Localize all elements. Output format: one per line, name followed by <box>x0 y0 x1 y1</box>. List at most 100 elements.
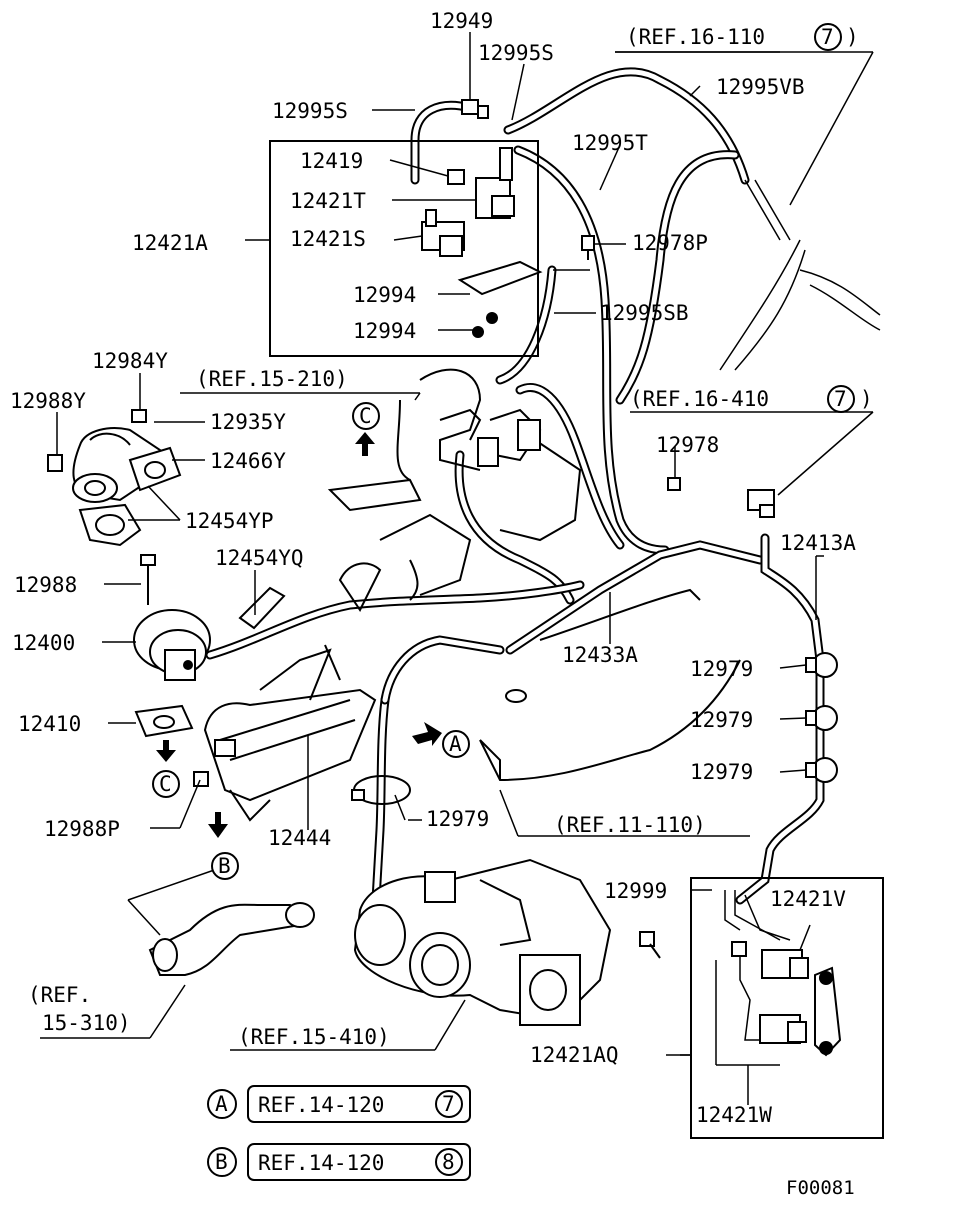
callout-12421V[interactable]: 12421V <box>770 887 846 911</box>
solenoid-valve-12421T <box>475 147 515 219</box>
part-callouts: 12949 12995S 12995S 12995VB 12995T 12419… <box>10 9 856 1127</box>
callout-12433A[interactable]: 12433A <box>562 643 638 667</box>
assembly-box-12421AQ <box>690 877 884 1139</box>
callout-12995S-top[interactable]: 12995S <box>478 41 554 65</box>
callout-12400[interactable]: 12400 <box>12 631 75 655</box>
legend-num-A: 7 <box>442 1092 455 1116</box>
ref-16-110-close: ) <box>846 25 859 49</box>
callout-12949[interactable]: 12949 <box>430 9 493 33</box>
egr-cooler-12444 <box>203 644 377 822</box>
assembly-box-12421A <box>269 140 539 357</box>
svg-text:C: C <box>359 404 372 428</box>
bolt-12978 <box>667 477 681 491</box>
intake-manifold <box>327 368 582 612</box>
callout-12421S[interactable]: 12421S <box>290 227 366 251</box>
clamp-12979-a <box>805 652 838 678</box>
legend-ref-B[interactable]: REF.14-120 <box>258 1151 384 1175</box>
callout-12978[interactable]: 12978 <box>656 433 719 457</box>
ref-15-310-line1[interactable]: (REF. <box>28 983 91 1007</box>
callout-12995S-left[interactable]: 12995S <box>272 99 348 123</box>
figure-code: F00081 <box>786 1177 855 1199</box>
legend-num-B: 8 <box>442 1150 455 1174</box>
ref-16-410-num: 7 <box>834 387 847 411</box>
callout-12979-a[interactable]: 12979 <box>690 657 753 681</box>
callout-12988P[interactable]: 12988P <box>44 817 120 841</box>
callout-12979-c[interactable]: 12979 <box>690 760 753 784</box>
callout-12978P[interactable]: 12978P <box>632 231 708 255</box>
arrow-C-up <box>355 432 375 456</box>
connector-12949 <box>461 99 489 119</box>
legend-row-A: A REF.14-120 7 <box>207 1085 471 1123</box>
callout-12421W[interactable]: 12421W <box>696 1103 772 1127</box>
marker-C-left: C <box>152 770 180 798</box>
callout-12984Y[interactable]: 12984Y <box>92 349 168 373</box>
callout-12466Y[interactable]: 12466Y <box>210 449 286 473</box>
callout-12979-b[interactable]: 12979 <box>690 708 753 732</box>
callout-12994-a[interactable]: 12994 <box>353 283 416 307</box>
bracket-12994 <box>457 260 543 338</box>
ref-16-110[interactable]: (REF.16-110 <box>626 25 765 49</box>
arrow-C-down <box>156 740 176 762</box>
callout-12410[interactable]: 12410 <box>18 712 81 736</box>
ref-15-310-line2[interactable]: 15-310) <box>42 1011 131 1035</box>
gasket-12410 <box>134 704 194 738</box>
cap-12419 <box>447 169 465 185</box>
nut-12984Y <box>131 409 147 423</box>
gasket-12454YP <box>78 503 142 547</box>
egr-valve-12400 <box>133 554 211 681</box>
solenoid-valve-12421W <box>759 1014 807 1044</box>
ref-16-410[interactable]: (REF.16-410 <box>630 387 769 411</box>
bolt-12999 <box>639 931 661 959</box>
hoses-12421AQ <box>715 890 791 1095</box>
ref-leader-lines <box>40 51 874 1056</box>
bolt-12988P <box>193 771 209 787</box>
turbocharger-ref-15-410 <box>353 858 612 1026</box>
callout-12444[interactable]: 12444 <box>268 826 331 850</box>
ref-16-410-close: ) <box>860 387 873 411</box>
callout-12988[interactable]: 12988 <box>14 573 77 597</box>
callout-12421AQ[interactable]: 12421AQ <box>530 1043 619 1067</box>
clamp-12979-d <box>351 775 411 805</box>
bracket-12421AQ <box>814 966 842 1057</box>
callout-12994-b[interactable]: 12994 <box>353 319 416 343</box>
legend-marker-A: A <box>215 1092 228 1116</box>
callout-12995T[interactable]: 12995T <box>572 131 648 155</box>
callout-12421A[interactable]: 12421A <box>132 231 208 255</box>
gasket-12454YQ <box>238 586 286 630</box>
callout-12999[interactable]: 12999 <box>604 879 667 903</box>
callout-12935Y[interactable]: 12935Y <box>210 410 286 434</box>
reference-labels: (REF.16-110 7 ) (REF.15-210) (REF.16-410… <box>28 23 873 1049</box>
sensor-ref-16-410 <box>747 489 775 518</box>
arrow-B <box>208 812 228 838</box>
solenoid-valve-12421S <box>421 209 465 257</box>
marker-A: A <box>442 730 470 758</box>
clamp-12979-b <box>805 705 838 731</box>
exhaust-pipe-ref-15-310 <box>148 902 315 976</box>
vacuum-hoses <box>205 67 881 905</box>
callout-12988Y[interactable]: 12988Y <box>10 389 86 413</box>
marker-C-top: C <box>352 402 380 430</box>
clamp-12979-c <box>805 757 838 783</box>
callout-12454YQ[interactable]: 12454YQ <box>215 546 304 570</box>
engine-block-ref-11-110 <box>479 588 741 782</box>
callout-12419[interactable]: 12419 <box>300 149 363 173</box>
leader-lines <box>56 32 824 1105</box>
ref-15-410[interactable]: (REF.15-410) <box>238 1025 390 1049</box>
ref-15-210[interactable]: (REF.15-210) <box>196 367 348 391</box>
callout-12995SB[interactable]: 12995SB <box>600 301 689 325</box>
ref-11-110[interactable]: (REF.11-110) <box>554 813 706 837</box>
callout-12454YP[interactable]: 12454YP <box>185 509 274 533</box>
callout-12979-d[interactable]: 12979 <box>426 807 489 831</box>
bolt-12978P <box>581 235 595 260</box>
nut-12988Y <box>47 454 63 472</box>
callout-12421T[interactable]: 12421T <box>290 189 366 213</box>
legend-ref-A[interactable]: REF.14-120 <box>258 1093 384 1117</box>
callout-12413A[interactable]: 12413A <box>780 531 856 555</box>
svg-text:A: A <box>449 732 462 756</box>
svg-text:C: C <box>159 772 172 796</box>
legend-row-B: B REF.14-120 8 <box>207 1143 471 1181</box>
callout-12995VB[interactable]: 12995VB <box>716 75 805 99</box>
legend-marker-B: B <box>215 1150 228 1174</box>
svg-text:B: B <box>218 854 231 878</box>
